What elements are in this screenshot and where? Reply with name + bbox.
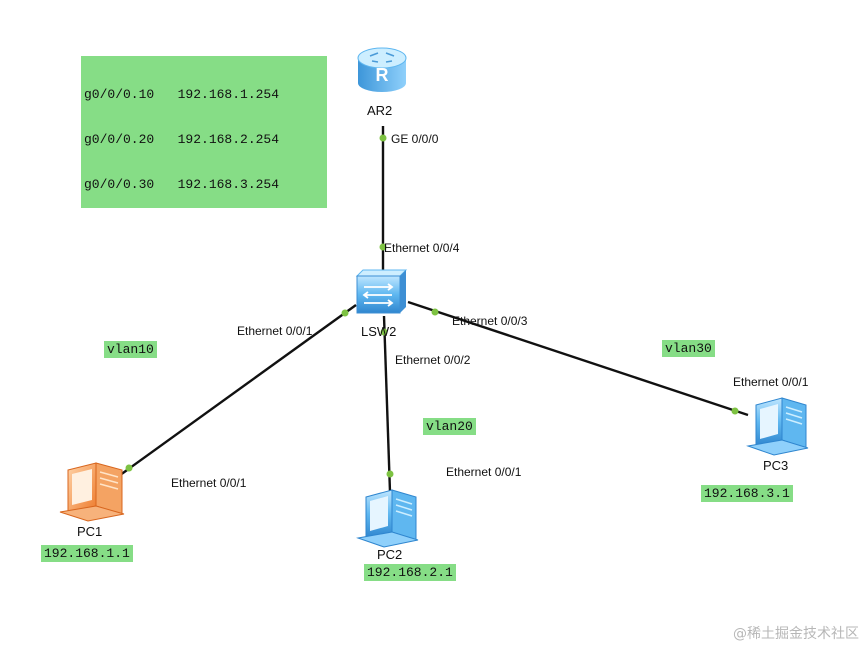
vlan-label-pc1: vlan10 [104, 341, 157, 358]
ip-label-pc1: 192.168.1.1 [41, 545, 133, 562]
link-lsw2-pc3[interactable] [407, 300, 749, 417]
vlan-label-pc2: vlan20 [423, 418, 476, 435]
router-subinterface-note: g0/0/0.10 192.168.1.254 g0/0/0.20 192.16… [81, 56, 327, 208]
link-lsw2-pc1[interactable] [115, 304, 357, 479]
note-line: g0/0/0.20 192.168.2.254 [84, 132, 280, 147]
port-dot-ar2-ge[interactable] [379, 134, 387, 142]
link-lsw2-pc2[interactable] [382, 315, 392, 493]
router-glyph: R [376, 65, 389, 85]
watermark: @稀土掘金技术社区 [733, 626, 859, 642]
pc-icon[interactable] [356, 489, 419, 548]
port-dot-pc2-e1[interactable] [386, 470, 394, 478]
interface-label-lsw2-e4: Ethernet 0/0/4 [384, 241, 460, 255]
vlan-label-pc3: vlan30 [662, 340, 715, 357]
ip-label-pc2: 192.168.2.1 [364, 564, 456, 581]
interface-label-pc2-e1: Ethernet 0/0/1 [446, 465, 522, 479]
links [115, 126, 749, 493]
interface-label-lsw2-e2: Ethernet 0/0/2 [395, 353, 471, 367]
pc-icon[interactable] [59, 462, 125, 522]
ip-label-pc3: 192.168.3.1 [701, 485, 793, 502]
device-name-pc3: PC3 [763, 458, 789, 473]
device-name-pc2: PC2 [377, 547, 403, 562]
device-name-switch: LSW2 [361, 324, 397, 339]
note-line: g0/0/0.10 192.168.1.254 [84, 87, 280, 102]
port-dot-pc1-e1[interactable] [125, 464, 133, 472]
note-line: g0/0/0.30 192.168.3.254 [84, 177, 280, 192]
port-dot-lsw2-e1[interactable] [341, 309, 349, 317]
port-dot-lsw2-e2[interactable] [380, 328, 388, 336]
interface-label-lsw2-e3: Ethernet 0/0/3 [452, 314, 528, 328]
interface-label-pc1-e1: Ethernet 0/0/1 [171, 476, 247, 490]
interface-label-pc3-e1: Ethernet 0/0/1 [733, 375, 809, 389]
router-icon[interactable]: R [357, 47, 407, 92]
switch-icon[interactable] [355, 269, 408, 314]
port-dot-lsw2-e3[interactable] [431, 308, 439, 316]
interface-label-ar2-ge: GE 0/0/0 [391, 132, 439, 146]
device-name-router: AR2 [367, 103, 393, 118]
device-name-pc1: PC1 [77, 524, 103, 539]
port-dot-lsw2-e4[interactable] [379, 243, 387, 251]
interface-label-lsw2-e1: Ethernet 0/0/1 [237, 324, 313, 338]
port-dot-pc3-e1[interactable] [731, 407, 739, 415]
port-dots [125, 134, 739, 478]
pc-icon[interactable] [746, 397, 809, 456]
